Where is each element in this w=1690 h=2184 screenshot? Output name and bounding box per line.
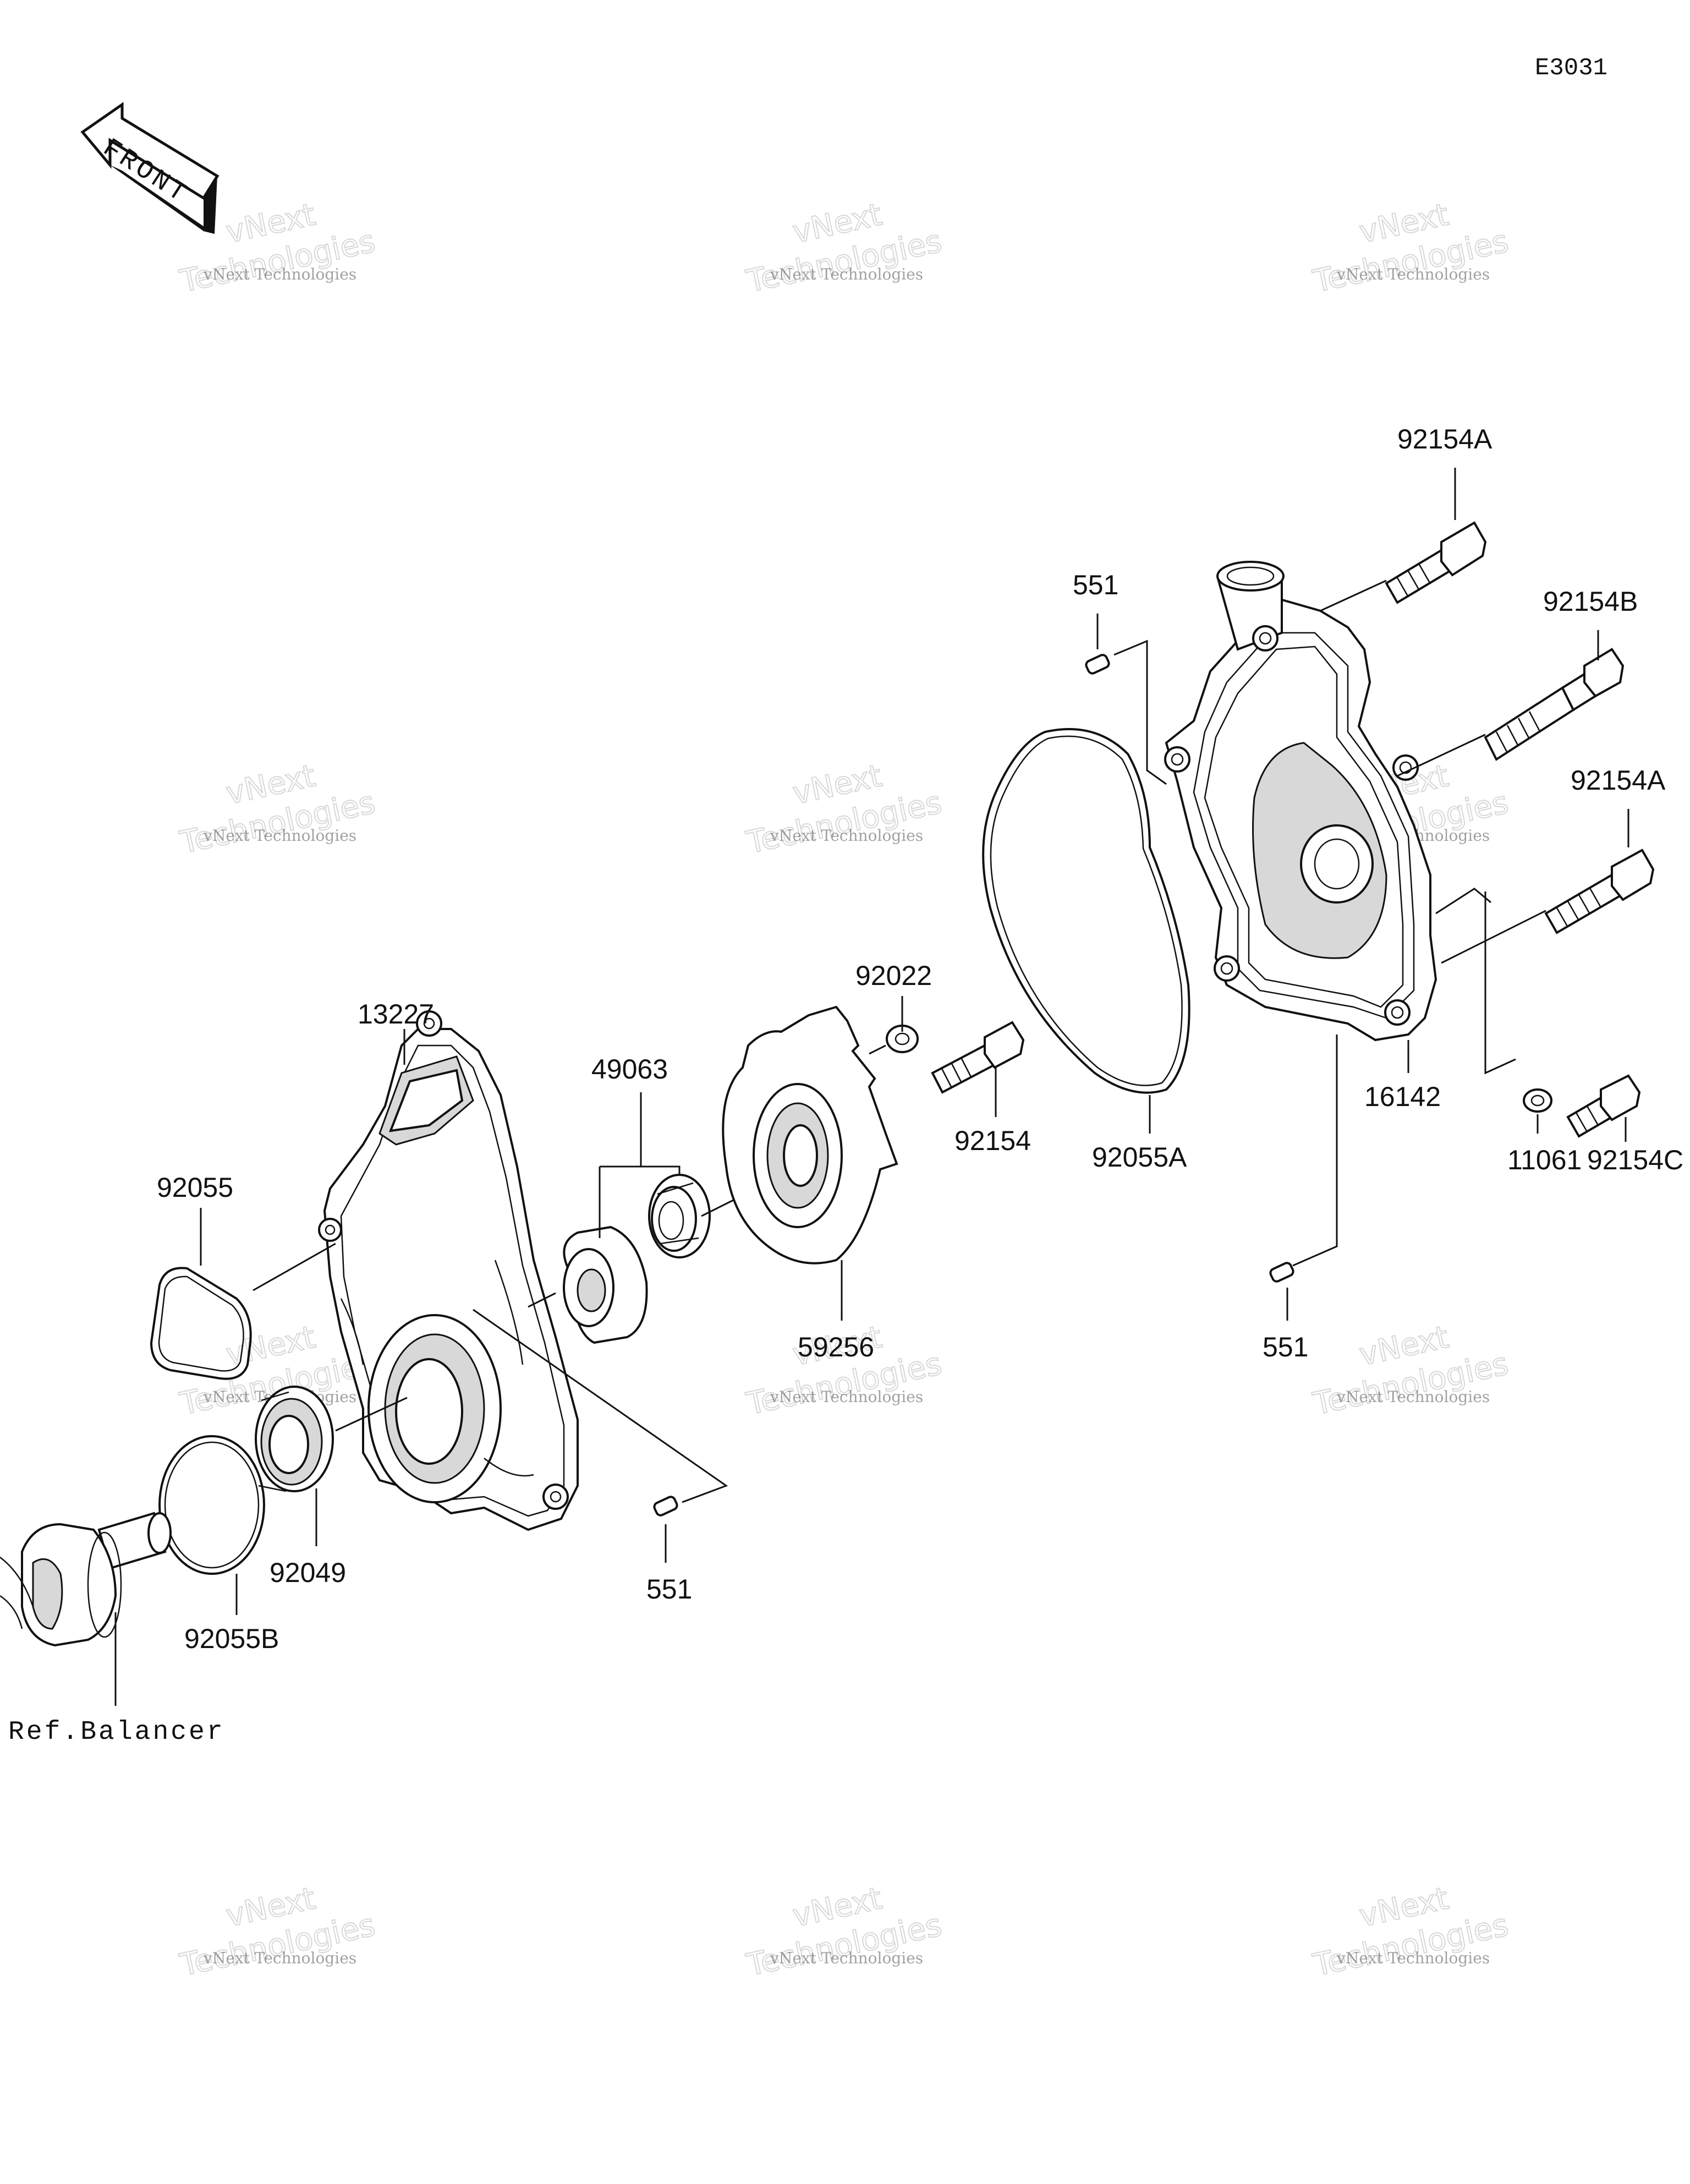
bolt-92154C bbox=[1566, 1074, 1641, 1138]
o-ring-92055 bbox=[150, 1267, 252, 1380]
pump-housing-13227 bbox=[318, 1010, 579, 1531]
label-92154B: 92154B bbox=[1543, 586, 1638, 617]
label-ref-balancer: Ref.Balancer bbox=[8, 1717, 225, 1747]
bolt-92154A-mid bbox=[1544, 849, 1655, 934]
label-551-top: 551 bbox=[1073, 570, 1118, 600]
svg-text:vNext Technologies: vNext Technologies bbox=[770, 265, 923, 283]
label-59256: 59256 bbox=[798, 1332, 874, 1362]
diagram-code: E3031 bbox=[1535, 54, 1607, 82]
impeller-59256 bbox=[722, 1005, 898, 1265]
dowel-pin-551-top bbox=[1085, 654, 1110, 675]
label-92154A-top: 92154A bbox=[1397, 424, 1493, 455]
dowel-pin-551-right bbox=[1269, 1262, 1294, 1283]
leader-lines bbox=[114, 468, 1629, 1706]
front-arrow-icon: FRONT bbox=[80, 102, 220, 234]
label-92049: 92049 bbox=[270, 1557, 346, 1588]
svg-text:vNext Technologies: vNext Technologies bbox=[1336, 1388, 1490, 1406]
label-11061: 11061 bbox=[1507, 1145, 1582, 1175]
svg-text:vNext Technologies: vNext Technologies bbox=[1336, 1949, 1490, 1967]
svg-text:vNext Technologies: vNext Technologies bbox=[203, 265, 356, 283]
label-92022: 92022 bbox=[855, 960, 932, 991]
svg-text:vNext Technologies: vNext Technologies bbox=[770, 826, 923, 845]
svg-text:vNext Technologies: vNext Technologies bbox=[203, 1949, 356, 1967]
svg-text:vNext Technologies: vNext Technologies bbox=[1336, 265, 1490, 283]
balancer-shaft bbox=[0, 1512, 172, 1647]
pump-cover-16142 bbox=[1164, 561, 1437, 1042]
mechanical-seal-49063 bbox=[563, 1174, 711, 1344]
label-92154C: 92154C bbox=[1587, 1145, 1683, 1175]
washer-11061 bbox=[1523, 1088, 1552, 1113]
bolt-92154B bbox=[1484, 648, 1625, 761]
watermarks: Technologies vNext vNext Technologies Te… bbox=[176, 196, 1512, 1984]
label-92055A: 92055A bbox=[1092, 1142, 1187, 1173]
label-551-right: 551 bbox=[1263, 1332, 1308, 1362]
label-92055B: 92055B bbox=[184, 1623, 279, 1654]
svg-text:vNext Technologies: vNext Technologies bbox=[770, 1949, 923, 1967]
oil-seal-92049 bbox=[255, 1386, 334, 1492]
label-92154A-mid: 92154A bbox=[1571, 765, 1666, 796]
label-92154: 92154 bbox=[954, 1125, 1031, 1156]
o-ring-92055A bbox=[982, 728, 1190, 1094]
label-49063: 49063 bbox=[591, 1054, 668, 1085]
label-13227: 13227 bbox=[358, 999, 434, 1030]
bolt-92154 bbox=[931, 1021, 1025, 1094]
bolt-92154A-top bbox=[1385, 521, 1487, 604]
dowel-pin-551-bottom bbox=[653, 1496, 678, 1517]
svg-text:vNext Technologies: vNext Technologies bbox=[770, 1388, 923, 1406]
svg-text:vNext Technologies: vNext Technologies bbox=[203, 826, 356, 845]
label-16142: 16142 bbox=[1364, 1081, 1441, 1112]
o-ring-92055B bbox=[158, 1435, 265, 1575]
label-92055: 92055 bbox=[157, 1172, 233, 1203]
label-551-bottom: 551 bbox=[646, 1574, 692, 1605]
